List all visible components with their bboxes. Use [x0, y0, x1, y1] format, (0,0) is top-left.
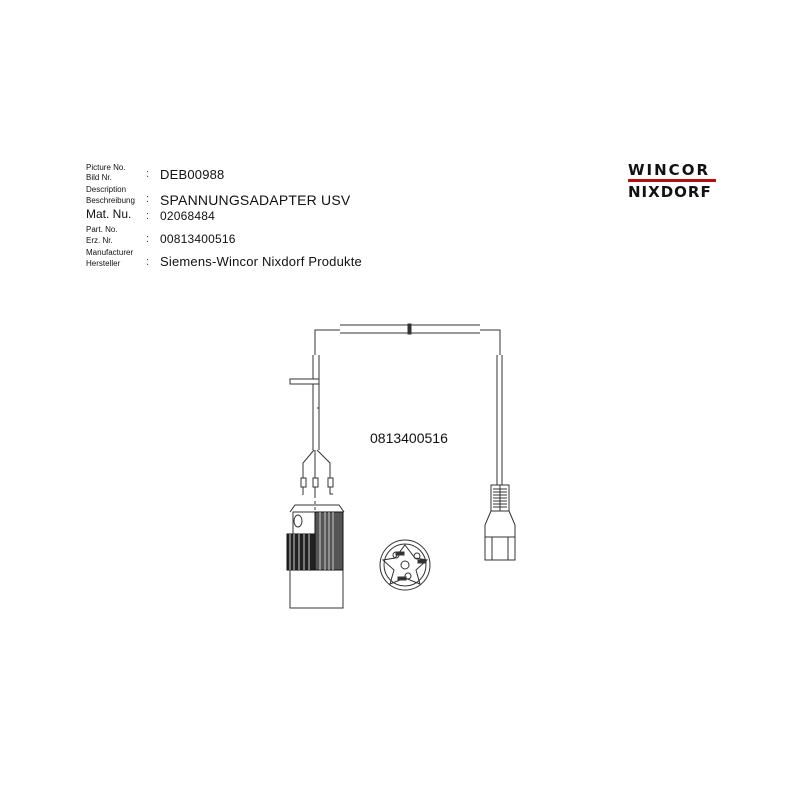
bild-nr-label: Bild Nr.: [86, 173, 112, 182]
separator: :: [146, 193, 150, 205]
beschreibung-label: Beschreibung: [86, 196, 135, 205]
part-no-label: Part. No.: [86, 225, 118, 234]
picture-no-label: Picture No.: [86, 163, 126, 172]
logo-accent-bar: [628, 179, 716, 182]
description-label: Description: [86, 185, 127, 194]
manufacturer-label: Manufacturer: [86, 248, 134, 257]
manufacturer-value: Siemens-Wincor Nixdorf Produkte: [160, 254, 362, 269]
separator: :: [146, 168, 150, 180]
part-number-value: 00813400516: [160, 232, 236, 246]
wincor-nixdorf-logo: WINCOR NIXDORF: [628, 162, 718, 200]
mat-number-value: 02068484: [160, 209, 215, 223]
hersteller-label: Hersteller: [86, 259, 121, 268]
part-code-label: 0813400516: [370, 430, 448, 446]
mat-nu-label: Mat. Nu.: [86, 207, 132, 221]
picture-number-value: DEB00988: [160, 167, 225, 182]
separator: :: [146, 256, 150, 268]
logo-line1: WINCOR: [628, 161, 710, 179]
description-value: SPANNUNGSADAPTER USV: [160, 192, 351, 208]
logo-line2: NIXDORF: [628, 183, 712, 201]
separator: :: [146, 233, 150, 245]
erz-nr-label: Erz. Nr.: [86, 236, 113, 245]
separator: :: [146, 210, 150, 222]
